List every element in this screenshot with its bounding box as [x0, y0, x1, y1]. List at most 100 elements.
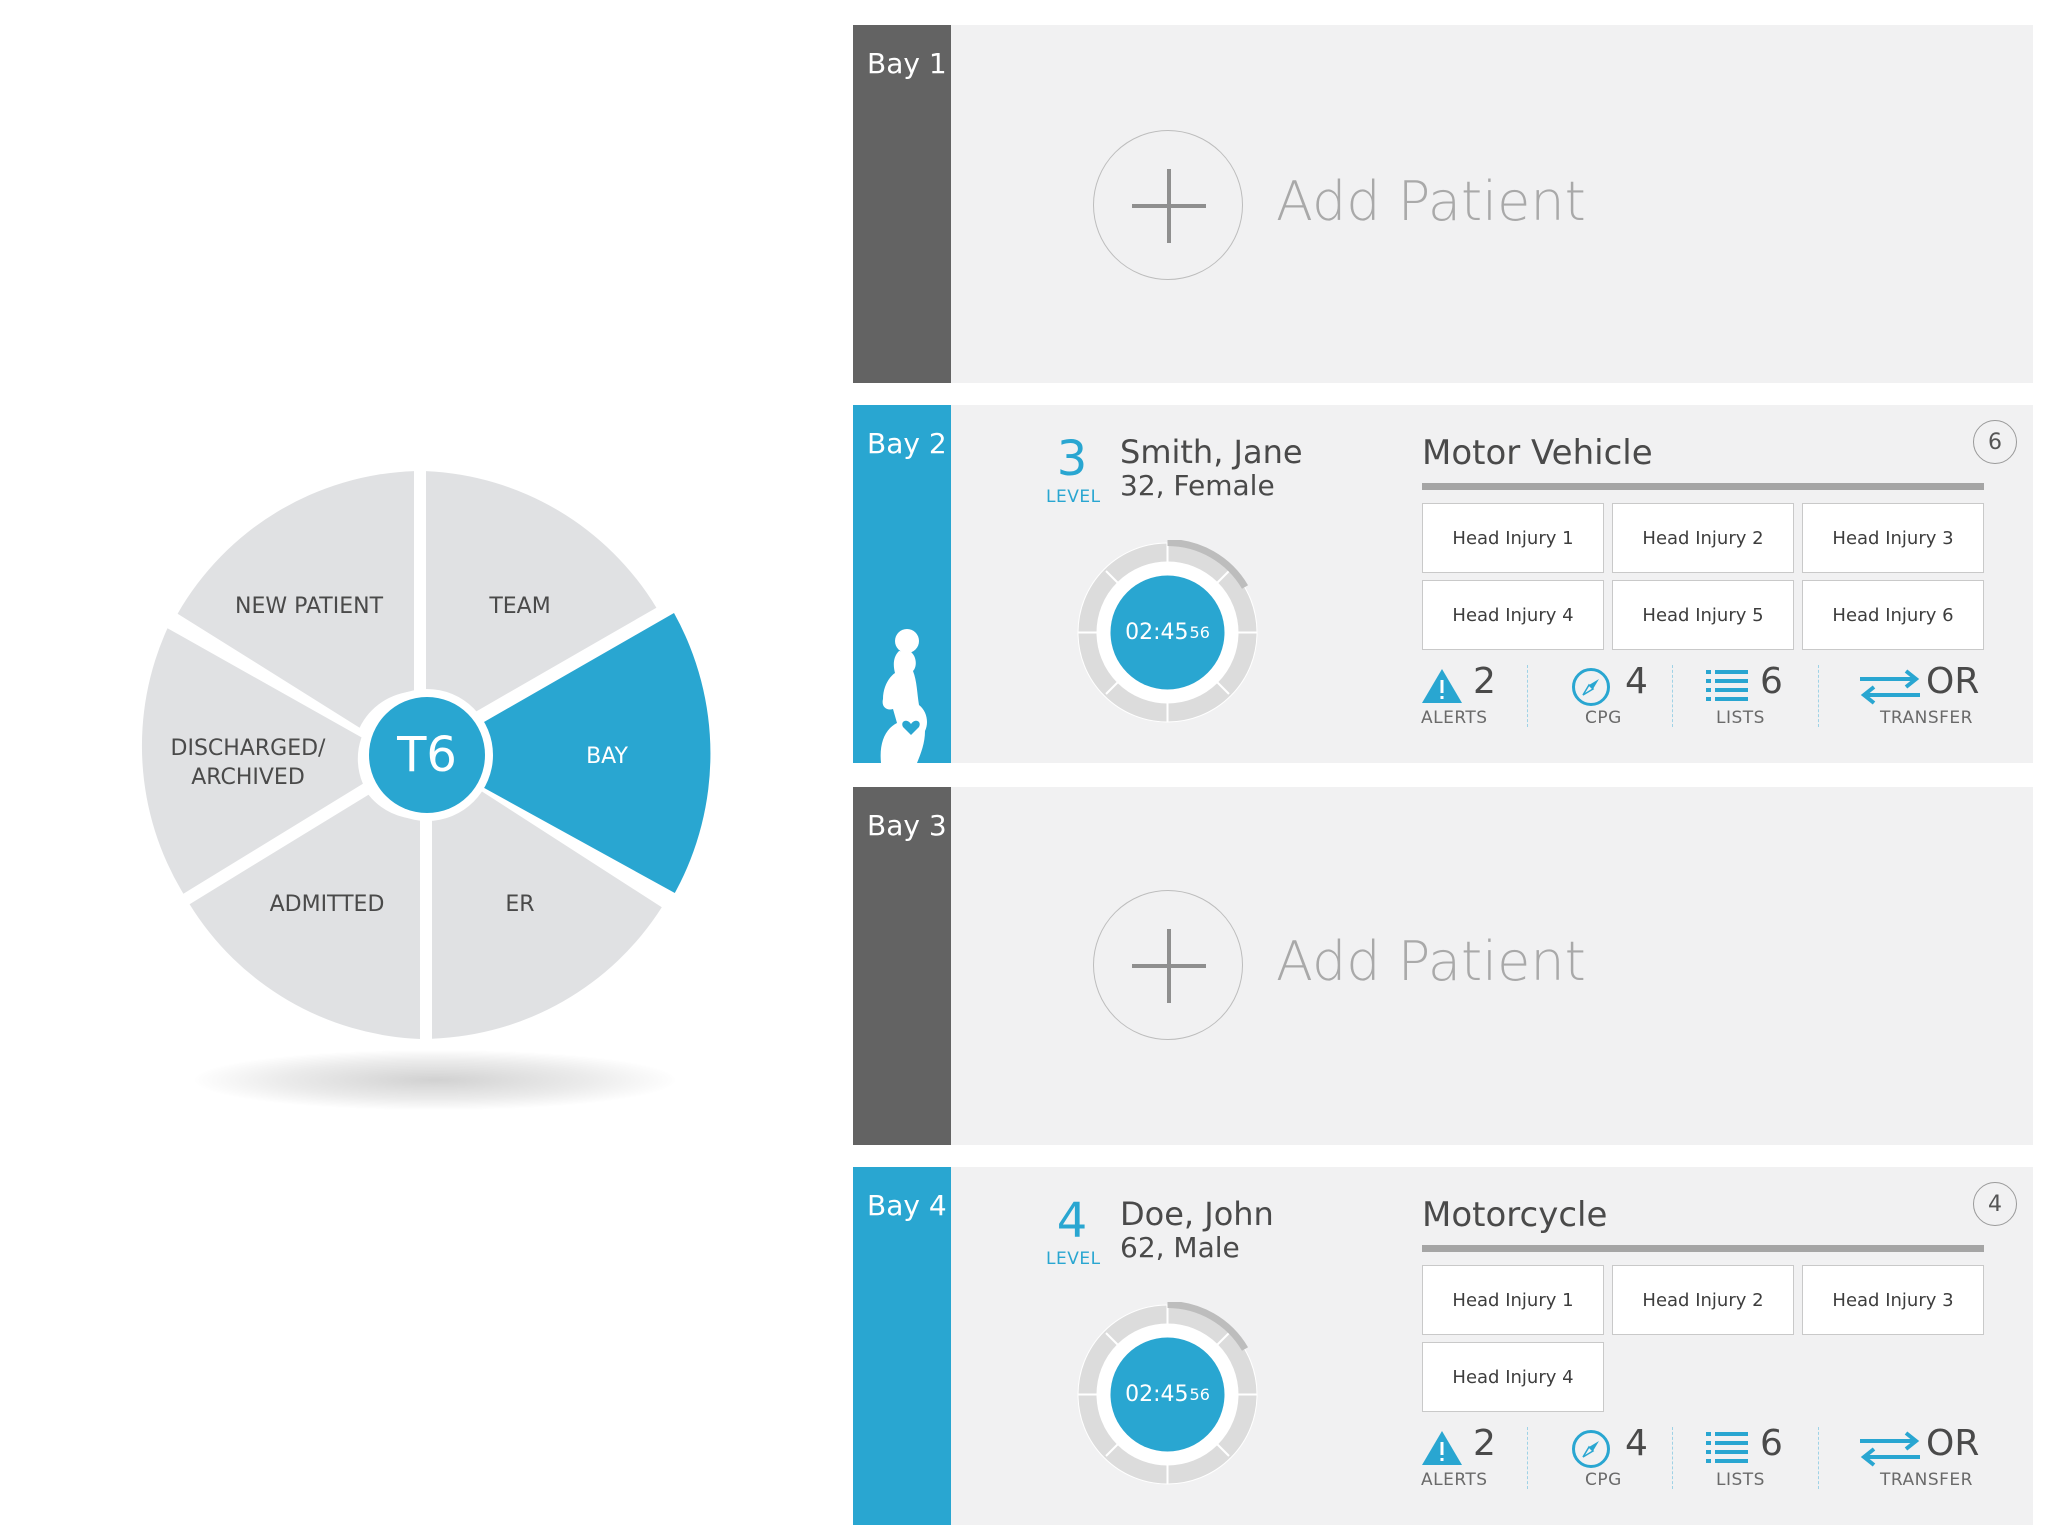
menu-segment-admitted[interactable]: [189, 794, 420, 1039]
bay-label: Bay 3: [867, 809, 947, 842]
bay-tab-3[interactable]: Bay 3: [853, 787, 951, 1145]
injury-chip[interactable]: Head Injury 3: [1802, 503, 1984, 573]
patient-name[interactable]: Doe, John: [1120, 1195, 1274, 1233]
timer-main: 02:45: [1125, 1382, 1189, 1407]
menu-label-bay: BAY: [586, 744, 628, 769]
cpg-stat[interactable]: 4 CPG: [1563, 661, 1683, 735]
transfer-label: TRANSFER: [1880, 708, 1973, 728]
list-icon: [1706, 670, 1748, 701]
menu-segment-discharged[interactable]: [141, 628, 363, 894]
stat-divider: [1818, 665, 1819, 727]
injury-mechanism: Motorcycle: [1422, 1195, 1608, 1235]
injury-chip[interactable]: Head Injury 5: [1612, 580, 1794, 650]
transfer-destination: OR: [1926, 661, 1980, 702]
cpg-label: CPG: [1585, 708, 1622, 728]
stat-divider: [1818, 1427, 1819, 1489]
radial-menu: T6 NEW PATIENT TEAM BAY ER ADMITTED DISC…: [141, 471, 711, 1039]
alerts-stat[interactable]: 2 ALERTS: [1413, 661, 1533, 735]
bay-card-3: Bay 3 Add Patient: [853, 787, 2033, 1145]
lists-count: 6: [1760, 1423, 1783, 1464]
transfer-destination: OR: [1926, 1423, 1980, 1464]
menu-segment-team[interactable]: [426, 471, 657, 716]
menu-label-admitted: ADMITTED: [270, 892, 385, 917]
transfer-arrows-icon: [1860, 669, 1920, 705]
lists-stat[interactable]: 6 LISTS: [1706, 1423, 1826, 1497]
alert-triangle-icon: [1422, 669, 1462, 703]
patient-age-sex: 62, Male: [1120, 1231, 1240, 1264]
menu-segment-new-patient[interactable]: [177, 471, 414, 728]
menu-center-button[interactable]: [369, 697, 485, 813]
cpg-count: 4: [1625, 1423, 1648, 1464]
compass-icon: [1572, 1430, 1610, 1468]
lists-label: LISTS: [1716, 1470, 1765, 1490]
plus-icon-vertical: [1167, 929, 1171, 1003]
timer-ring-icon: [1077, 539, 1258, 723]
patient-name[interactable]: Smith, Jane: [1120, 433, 1303, 471]
plus-icon-vertical: [1167, 169, 1171, 243]
add-patient-label[interactable]: Add Patient: [1276, 170, 1586, 233]
add-patient-button[interactable]: [1093, 130, 1243, 280]
menu-center-label: T6: [396, 727, 457, 783]
add-patient-label[interactable]: Add Patient: [1276, 930, 1586, 993]
triage-level: 4: [1056, 1193, 1088, 1249]
lists-label: LISTS: [1716, 708, 1765, 728]
injury-chip[interactable]: Head Injury 2: [1612, 1265, 1794, 1335]
mechanism-divider: [1422, 483, 1984, 490]
injury-count-badge: 6: [1973, 420, 2017, 464]
bay-tab-2[interactable]: Bay 2: [853, 405, 951, 763]
stat-divider: [1527, 1427, 1528, 1489]
bay-card-2: Bay 2 3 LEVEL Smith, Jane 32, Female: [853, 405, 2033, 763]
cpg-stat[interactable]: 4 CPG: [1563, 1423, 1683, 1497]
timer-seconds: 56: [1189, 1385, 1210, 1404]
injury-chip[interactable]: Head Injury 6: [1802, 580, 1984, 650]
menu-label-team: TEAM: [488, 594, 550, 619]
menu-label-er: ER: [505, 892, 534, 917]
timer-ring-icon: [1077, 1301, 1258, 1485]
triage-level-label: LEVEL: [1046, 487, 1101, 507]
lists-stat[interactable]: 6 LISTS: [1706, 661, 1826, 735]
injury-chip[interactable]: Head Injury 1: [1422, 1265, 1604, 1335]
pregnant-woman-icon: [880, 629, 927, 763]
stat-divider: [1672, 665, 1673, 727]
cpg-count: 4: [1625, 661, 1648, 702]
injury-chip[interactable]: Head Injury 4: [1422, 1342, 1604, 1412]
menu-label-discharged-2: ARCHIVED: [191, 765, 305, 790]
injury-chip[interactable]: Head Injury 3: [1802, 1265, 1984, 1335]
menu-label-discharged-1: DISCHARGED/: [171, 736, 327, 761]
bay-label: Bay 2: [867, 427, 947, 460]
injury-chip[interactable]: Head Injury 4: [1422, 580, 1604, 650]
add-patient-button[interactable]: [1093, 890, 1243, 1040]
lists-count: 6: [1760, 661, 1783, 702]
cpg-label: CPG: [1585, 1470, 1622, 1490]
alerts-label: ALERTS: [1421, 1470, 1488, 1490]
injury-mechanism: Motor Vehicle: [1422, 433, 1653, 473]
menu-shadow: [195, 1050, 675, 1110]
injury-chip[interactable]: Head Injury 2: [1612, 503, 1794, 573]
alerts-stat[interactable]: 2 ALERTS: [1413, 1423, 1533, 1497]
bay-label: Bay 4: [867, 1189, 947, 1222]
transfer-label: TRANSFER: [1880, 1470, 1973, 1490]
menu-segment-er[interactable]: [432, 787, 662, 1039]
transfer-stat[interactable]: OR TRANSFER: [1858, 661, 1988, 735]
triage-level: 3: [1056, 431, 1088, 487]
transfer-arrows-icon: [1860, 1431, 1920, 1467]
triage-level-label: LEVEL: [1046, 1249, 1101, 1269]
stat-divider: [1672, 1427, 1673, 1489]
patient-age-sex: 32, Female: [1120, 469, 1275, 502]
injury-chip[interactable]: Head Injury 1: [1422, 503, 1604, 573]
list-icon: [1706, 1432, 1748, 1463]
timer-main: 02:45: [1125, 620, 1189, 645]
bay-card-1: Bay 1 Add Patient: [853, 25, 2033, 383]
stat-divider: [1527, 665, 1528, 727]
bay-tab-4[interactable]: Bay 4: [853, 1167, 951, 1525]
bay-tab-1[interactable]: Bay 1: [853, 25, 951, 383]
timer-seconds: 56: [1189, 623, 1210, 642]
menu-segment-bay[interactable]: [477, 613, 711, 893]
transfer-stat[interactable]: OR TRANSFER: [1858, 1423, 1988, 1497]
alert-triangle-icon: [1422, 1431, 1462, 1465]
